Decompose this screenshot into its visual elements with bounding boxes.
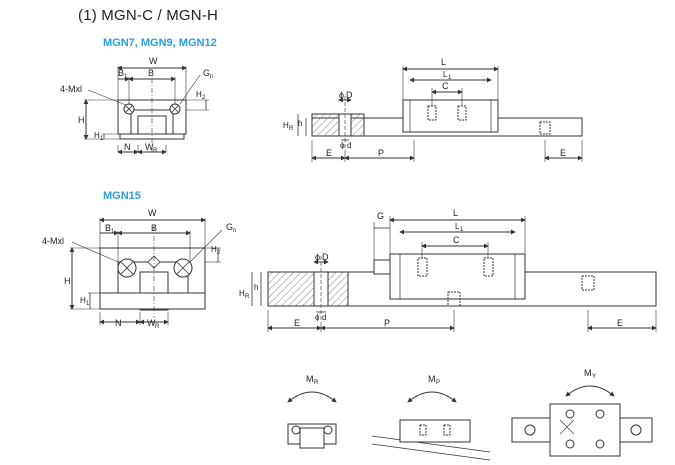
page-title: (1) MGN-C / MGN-H <box>78 7 219 24</box>
section-label-large: MGN15 <box>103 190 141 202</box>
label-mr: M <box>306 374 314 384</box>
sub-h1-small: 1 <box>100 136 104 142</box>
label-mp: M <box>428 374 436 384</box>
label-d-small: D <box>346 90 353 100</box>
label-h1-large: H <box>80 296 86 305</box>
label-n-small: N <box>124 142 131 152</box>
sub-h2-small: 2 <box>202 95 206 101</box>
label-b1-small: B <box>118 68 124 78</box>
label-n-large: N <box>115 318 122 328</box>
label-dd-small: d <box>347 141 351 150</box>
label-g2-large: G <box>377 211 384 221</box>
small-front-view <box>83 65 209 155</box>
moment-mp-diagram <box>371 391 491 461</box>
label-my: M <box>584 368 592 378</box>
sub-l1-small: 1 <box>448 75 452 81</box>
label-e-small: E <box>326 148 332 158</box>
label-phi-dd-small: ϕ <box>340 141 345 150</box>
label-wr-small: W <box>145 142 154 152</box>
sub-my: Y <box>592 374 596 380</box>
label-l1-small: L <box>443 70 448 79</box>
label-hr-small: H <box>283 121 289 130</box>
sub-l1-large: 1 <box>460 227 464 233</box>
large-front-view <box>69 217 223 325</box>
label-h2-large: H <box>211 245 217 254</box>
sub-b1-small: 1 <box>124 74 128 80</box>
label-wr-large: W <box>147 318 156 328</box>
label-phi-d-large: ϕ <box>315 252 320 262</box>
label-phi-dd-large: ϕ <box>315 313 320 322</box>
label-hr-large: H <box>239 289 245 298</box>
sub-wr-large: R <box>155 324 160 330</box>
label-l-large: L <box>453 208 458 218</box>
label-w-small: W <box>149 56 158 66</box>
label-w-large: W <box>148 208 157 218</box>
label-hsmall-large: h <box>254 283 258 292</box>
small-side-view <box>297 66 583 162</box>
label-c-large: C <box>453 235 460 245</box>
label-dd-large: d <box>322 313 326 322</box>
sub-hr-large: R <box>245 294 250 300</box>
label-l-small: L <box>441 57 446 67</box>
label-p-large: P <box>384 318 390 328</box>
label-d-large: D <box>322 252 329 262</box>
label-phi-d-small: ϕ <box>339 90 344 100</box>
label-mxl-small: 4-Mxl <box>60 84 82 94</box>
label-g-small: G <box>203 68 210 78</box>
large-side-view <box>251 216 657 332</box>
sub-gn-small: n <box>210 74 213 80</box>
sub-mp: P <box>436 380 440 386</box>
section-label-small: MGN7, MGN9, MGN12 <box>103 37 217 49</box>
label-h-large: H <box>64 276 71 286</box>
label-l1-large: L <box>455 222 460 231</box>
label-h2-small: H <box>196 90 202 99</box>
label-h1-small: H <box>94 131 100 140</box>
sub-wr-small: R <box>153 148 158 154</box>
sub-mr: R <box>314 380 319 386</box>
label-e2-large: E <box>617 318 623 328</box>
label-e2-small: E <box>560 148 566 158</box>
label-hsmall-small: h <box>298 119 302 128</box>
sub-b1-large: 1 <box>111 229 115 235</box>
sub-h2-large: 2 <box>217 250 221 256</box>
sub-h1-large: 1 <box>86 301 90 307</box>
label-g-large: G <box>226 222 233 232</box>
label-b-large: B <box>151 223 157 233</box>
sub-gn-large: n <box>233 228 236 234</box>
label-c-small: C <box>442 81 449 91</box>
sub-hr-small: R <box>289 126 294 132</box>
label-e-large: E <box>294 318 300 328</box>
moment-my-diagram <box>511 385 653 457</box>
label-b-small: B <box>148 68 154 78</box>
label-mxl-large: 4-Mxl <box>42 236 64 246</box>
label-p-small: P <box>378 148 384 158</box>
moment-mr-diagram <box>287 391 337 449</box>
label-h-small: H <box>78 115 85 125</box>
label-b1-large: B <box>105 223 111 233</box>
